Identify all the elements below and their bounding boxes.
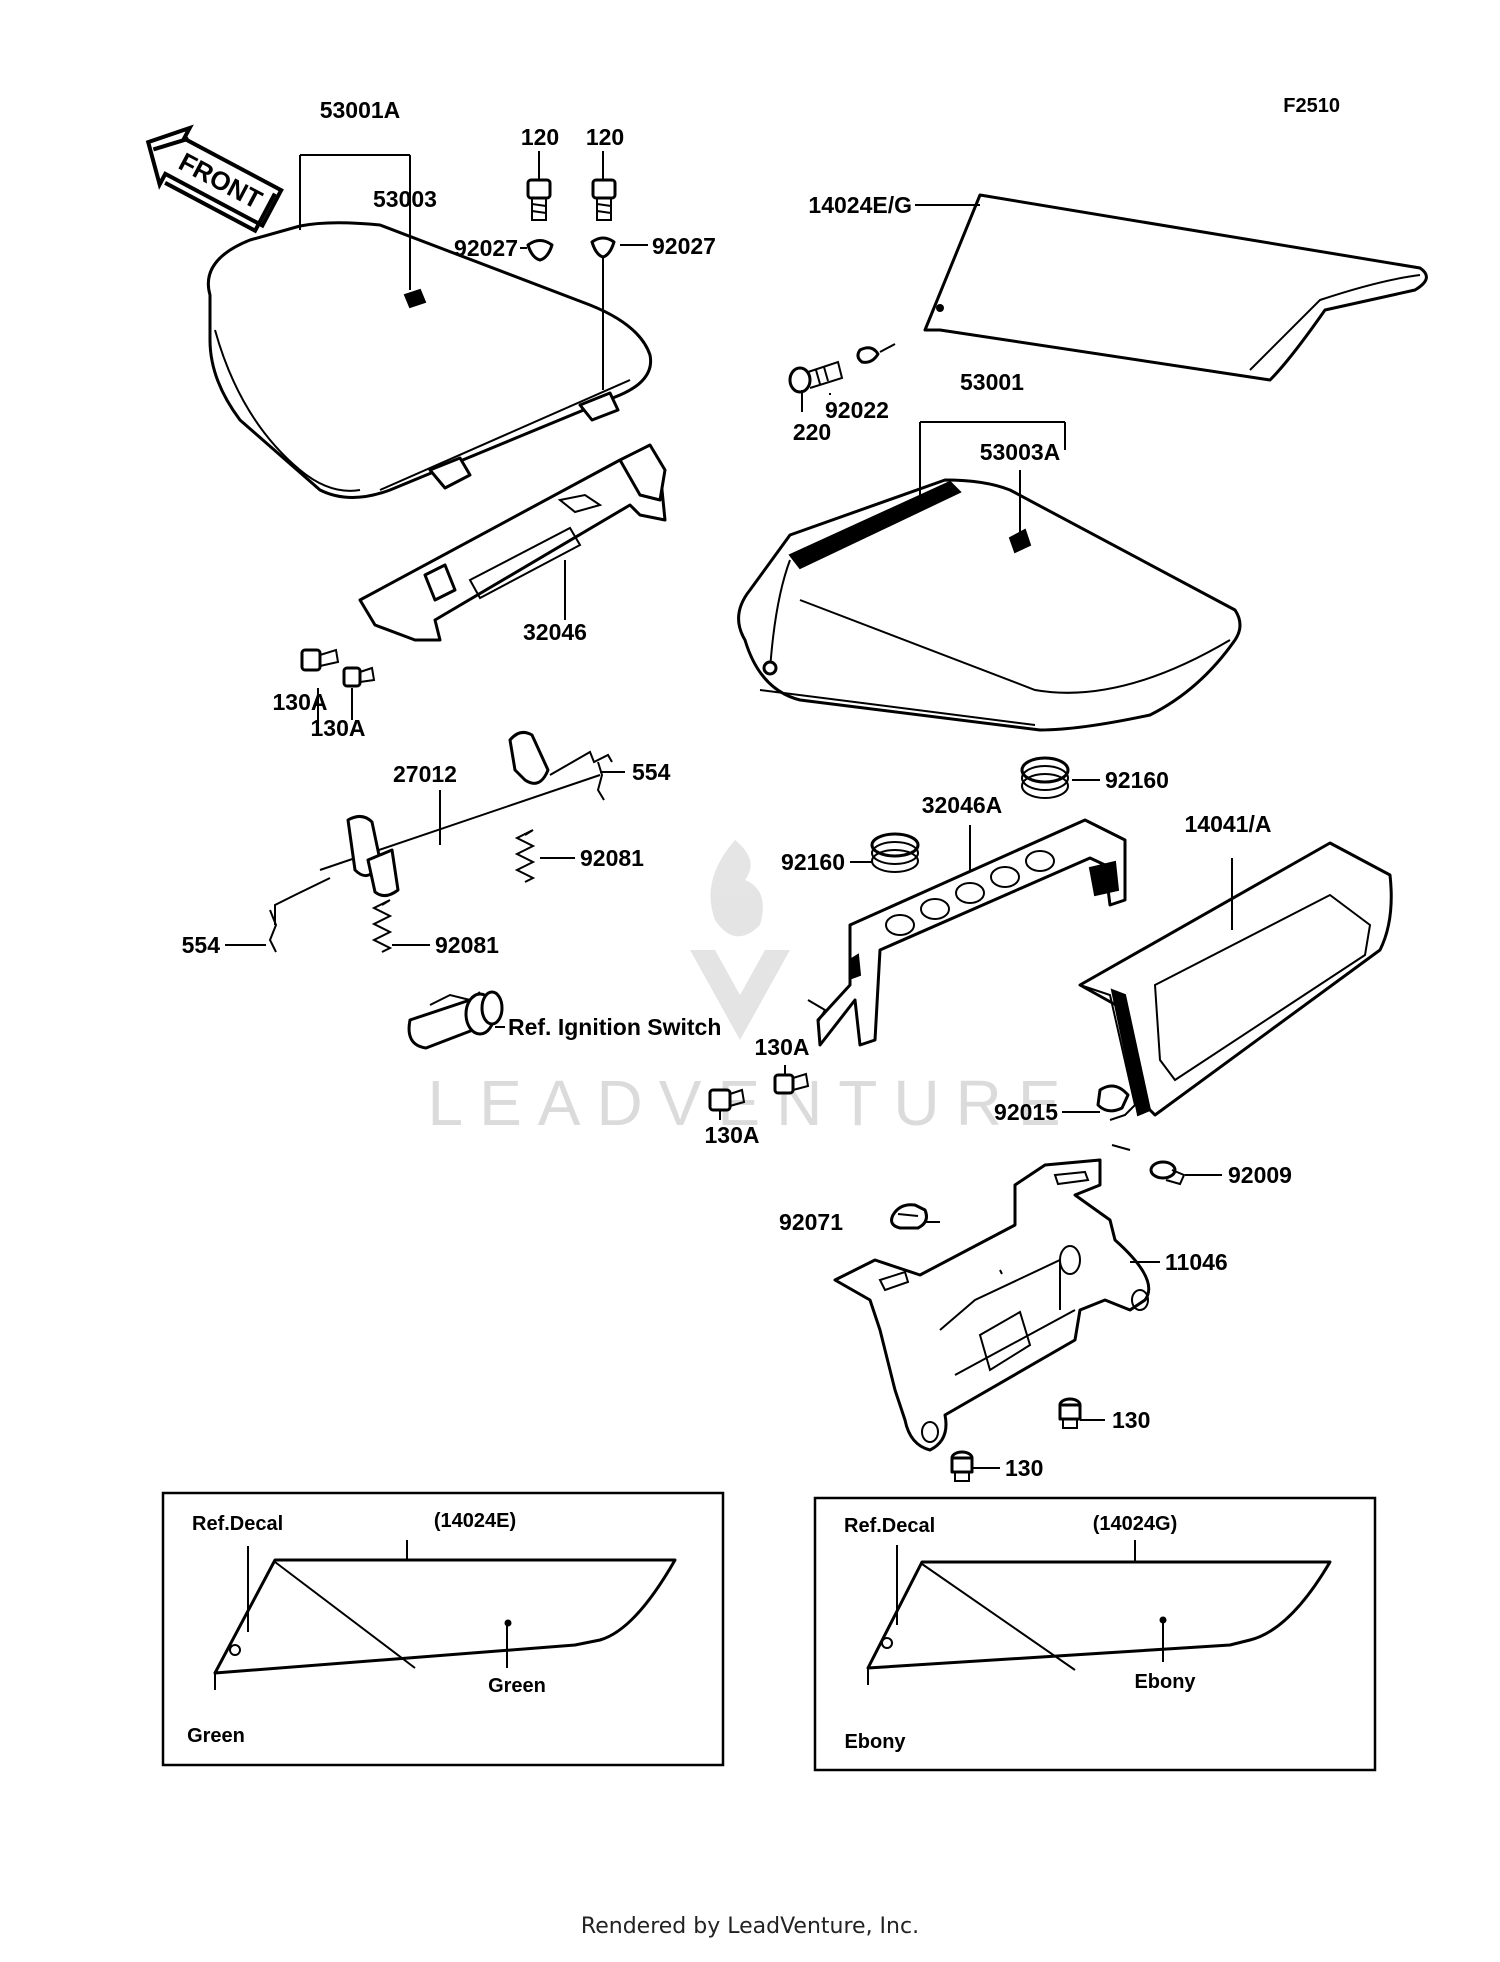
label-27012: 27012 <box>393 761 457 787</box>
figure-code: F2510 <box>1283 95 1340 117</box>
label-14024EG: 14024E/G <box>808 192 912 218</box>
label-130A-a: 130A <box>273 689 328 715</box>
bracket-11046 <box>833 1158 1151 1452</box>
washer-92022 <box>856 346 880 364</box>
label-53003: 53003 <box>373 186 437 212</box>
seat-lock-rod <box>274 730 613 925</box>
label-92022: 92022 <box>825 397 889 423</box>
rear-seat <box>737 478 1242 732</box>
label-53001: 53001 <box>960 369 1024 395</box>
spring-92081-upper <box>514 829 536 883</box>
label-32046A: 32046A <box>922 792 1003 818</box>
grommet-92160-lower <box>870 832 920 873</box>
label-130A-c: 130A <box>755 1034 810 1060</box>
label-92015: 92015 <box>994 1099 1058 1125</box>
spring-92081-lower <box>371 899 393 953</box>
tail-cover-14041 <box>1078 841 1393 1121</box>
label-554-upper: 554 <box>632 759 671 785</box>
label-130-lower: 130 <box>1005 1455 1043 1481</box>
label-92081-lower: 92081 <box>435 932 499 958</box>
inset-right-color-tip: Ebony <box>844 1731 906 1753</box>
label-130A-b: 130A <box>311 715 366 741</box>
leader-lines <box>225 151 1233 1469</box>
label-14041A: 14041/A <box>1185 811 1272 837</box>
footer-credit: Rendered by LeadVenture, Inc. <box>580 1914 920 1939</box>
label-120-left: 120 <box>521 124 559 150</box>
bracket-32046A <box>807 818 1127 1047</box>
wire-554-lower <box>268 909 278 953</box>
part-labels: 53001A 53003 120 120 92027 92027 14024E/… <box>182 97 1292 1481</box>
inset-right-color-main: Ebony <box>1134 1671 1196 1693</box>
bolt-220 <box>788 360 844 394</box>
label-130-upper: 130 <box>1112 1407 1150 1433</box>
label-53003A: 53003A <box>980 439 1061 465</box>
inset-right-ref-decal: Ref.Decal <box>844 1515 935 1537</box>
band-92071 <box>890 1203 928 1230</box>
label-32046: 32046 <box>523 619 587 645</box>
seat-bracket-32046 <box>358 443 667 642</box>
inset-14024G: Ref.Decal (14024G) Ebony Ebony <box>813 1496 1377 1772</box>
wire-554-upper <box>596 761 605 801</box>
screw-92009 <box>1149 1160 1186 1186</box>
label-92027-right: 92027 <box>652 233 716 259</box>
label-120-right: 120 <box>586 124 624 150</box>
inset-left-ref-decal: Ref.Decal <box>192 1513 283 1535</box>
ignition-switch <box>407 990 504 1050</box>
screw-120-left <box>526 178 552 221</box>
label-554-lower: 554 <box>182 932 221 958</box>
watermark-flame-icon <box>690 840 790 1040</box>
seat-cover-14024 <box>923 193 1428 382</box>
washer-92027-right <box>590 236 616 259</box>
label-92081-upper: 92081 <box>580 845 644 871</box>
label-92009: 92009 <box>1228 1162 1292 1188</box>
bolt-130A-upper-right <box>773 1072 810 1095</box>
screw-120-right <box>591 178 617 221</box>
inset-left-color-main: Green <box>488 1675 546 1697</box>
label-92160-upper: 92160 <box>1105 767 1169 793</box>
inset-left-color-tip: Green <box>187 1725 245 1747</box>
label-92071: 92071 <box>779 1209 843 1235</box>
label-ignition-switch: Ref. Ignition Switch <box>508 1014 721 1040</box>
bolt-130-lower <box>950 1450 974 1482</box>
bolt-130A-lower-left <box>342 666 376 688</box>
label-92027-left: 92027 <box>454 235 518 261</box>
washer-92027-left <box>526 239 554 262</box>
label-53001A: 53001A <box>320 97 401 123</box>
inset-left-part: (14024E) <box>434 1510 516 1532</box>
bolt-130-upper <box>1058 1397 1082 1429</box>
bolt-130A-upper-left <box>300 648 340 672</box>
front-seat <box>206 221 653 499</box>
front-arrow-icon: FRONT <box>145 124 284 234</box>
inset-14024E: Ref.Decal (14024E) Green Green <box>161 1491 725 1767</box>
label-11046: 11046 <box>1165 1249 1228 1275</box>
label-92160-lower: 92160 <box>781 849 845 875</box>
inset-right-part: (14024G) <box>1093 1513 1178 1535</box>
grommet-92160-upper <box>1020 756 1070 799</box>
label-220: 220 <box>793 419 831 445</box>
clip-92015 <box>1096 1084 1130 1113</box>
label-130A-d: 130A <box>705 1122 760 1148</box>
